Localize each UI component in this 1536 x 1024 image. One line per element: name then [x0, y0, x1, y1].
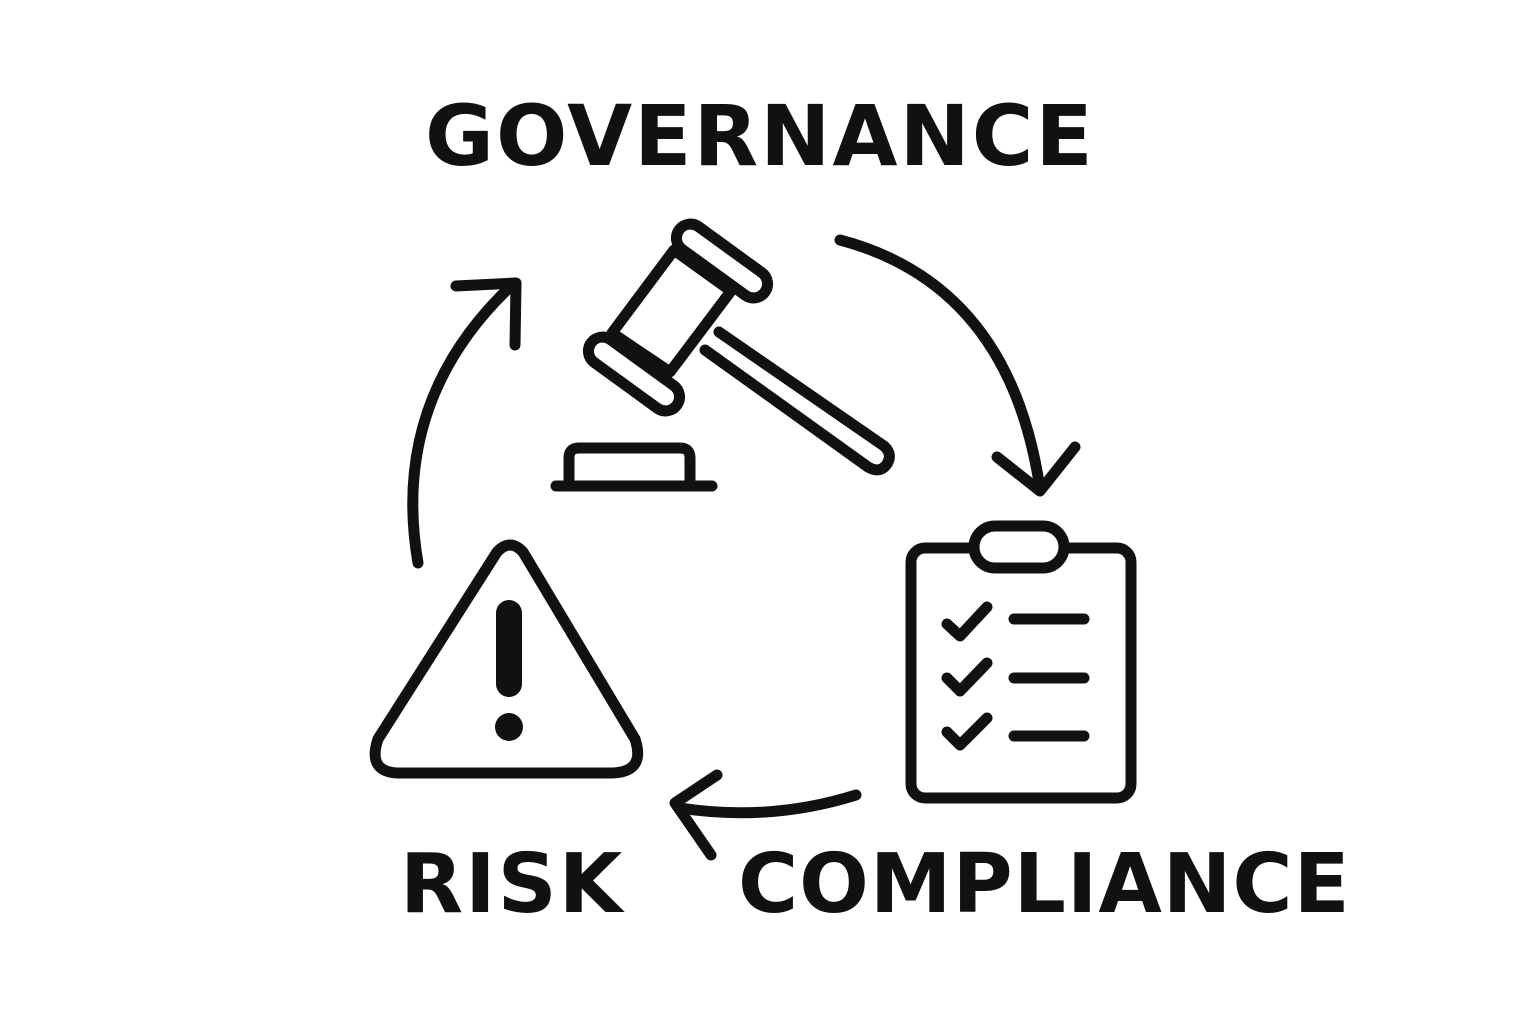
checklist-row — [941, 712, 1090, 751]
governance-label: GOVERNANCE — [425, 87, 1095, 185]
gavel-icon — [550, 218, 895, 492]
arrow-compliance-to-risk — [669, 769, 862, 861]
arrow-governance-to-compliance — [834, 234, 1081, 497]
arrow-risk-to-governance — [407, 277, 522, 569]
exclamation-dot-icon — [495, 713, 523, 741]
checklist-row — [941, 601, 1090, 642]
checklist-row — [941, 657, 1090, 697]
compliance-label: COMPLIANCE — [738, 837, 1351, 932]
clipboard-checklist-icon — [905, 520, 1137, 804]
risk-label: RISK — [400, 837, 625, 932]
warning-triangle-icon — [369, 539, 644, 779]
